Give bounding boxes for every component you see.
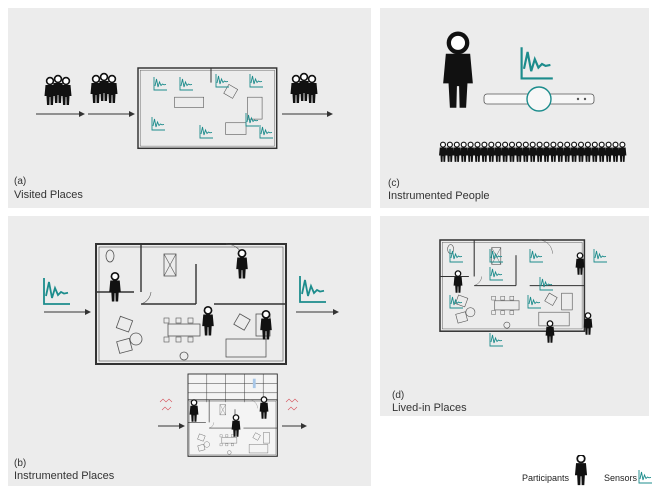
crowd-participant xyxy=(555,141,565,163)
panel-visited-places: (a) Visited Places xyxy=(8,8,371,208)
panel-instrumented-people: (c) Instrumented People xyxy=(380,8,649,208)
legend-participants-label: Participants xyxy=(522,473,570,483)
crowd-participant xyxy=(597,141,607,163)
participant-crowd xyxy=(438,141,627,163)
crowd-participant xyxy=(500,141,510,163)
panel-caption: Lived-in Places xyxy=(392,402,467,414)
large-participant xyxy=(443,34,473,108)
legend: Participants Sensors xyxy=(518,455,657,491)
crowd-participant xyxy=(507,141,517,163)
crowd-participant xyxy=(576,141,586,163)
panel-instrumented-places: (b) Instrumented Places xyxy=(8,216,371,486)
sensor-icons xyxy=(151,73,274,139)
crowd-participant xyxy=(528,141,538,163)
crowd-participant xyxy=(479,141,489,163)
panel-letter: (b) xyxy=(14,458,27,469)
crowd-participant xyxy=(541,141,552,163)
crowd-participant xyxy=(562,141,572,163)
crowd-participant xyxy=(514,141,524,163)
crowd-participant xyxy=(569,141,579,163)
legend-sensors-label: Sensors xyxy=(604,473,638,483)
lived-in-places-illustration xyxy=(439,239,608,347)
participant-icon xyxy=(574,455,588,486)
crowd-participant xyxy=(521,141,531,163)
instrumented-people-illustration xyxy=(438,8,627,163)
panel-letter: (d) xyxy=(392,390,405,401)
instrumented-places-illustration xyxy=(43,243,339,457)
panel-caption: Instrumented Places xyxy=(14,470,115,482)
sensor-deployment-inset xyxy=(158,373,307,457)
participants-in-plan xyxy=(108,248,273,341)
panel-caption: Instrumented People xyxy=(388,190,490,202)
crowd-participant xyxy=(486,141,496,163)
crowd-participant xyxy=(472,141,483,163)
crowd-participant xyxy=(466,141,476,163)
crowd-participant xyxy=(535,141,545,163)
panel-caption: Visited Places xyxy=(14,189,83,201)
crowd-participant xyxy=(583,141,593,163)
crowd-participant xyxy=(617,141,627,163)
visited-floor-plan xyxy=(137,67,278,150)
participant-group-1 xyxy=(43,74,73,106)
crowd-participant xyxy=(438,141,448,163)
crowd-participant xyxy=(452,141,462,163)
sensor-icon xyxy=(638,469,653,484)
crowd-participant xyxy=(445,141,455,163)
participant-group-3 xyxy=(289,72,319,104)
crowd-participant xyxy=(548,141,558,163)
lived-in-floor-plan xyxy=(439,239,586,332)
visited-places-illustration xyxy=(36,67,333,150)
panel-letter: (a) xyxy=(14,176,27,187)
large-sensor-icon xyxy=(520,46,554,80)
crowd-participant xyxy=(604,141,614,163)
sensor-icon xyxy=(299,275,327,303)
panel-letter: (c) xyxy=(388,178,400,189)
panel-lived-in-places: (d) Lived-in Places xyxy=(380,216,649,416)
participant-group-2 xyxy=(89,72,119,104)
crowd-participant xyxy=(590,141,600,163)
wearable-sensor-band xyxy=(483,86,595,112)
instrumented-floor-plan xyxy=(95,243,287,365)
crowd-participant xyxy=(493,141,503,163)
crowd-participant xyxy=(459,141,469,163)
crowd-participant xyxy=(610,141,621,163)
sensor-icon xyxy=(43,277,71,305)
